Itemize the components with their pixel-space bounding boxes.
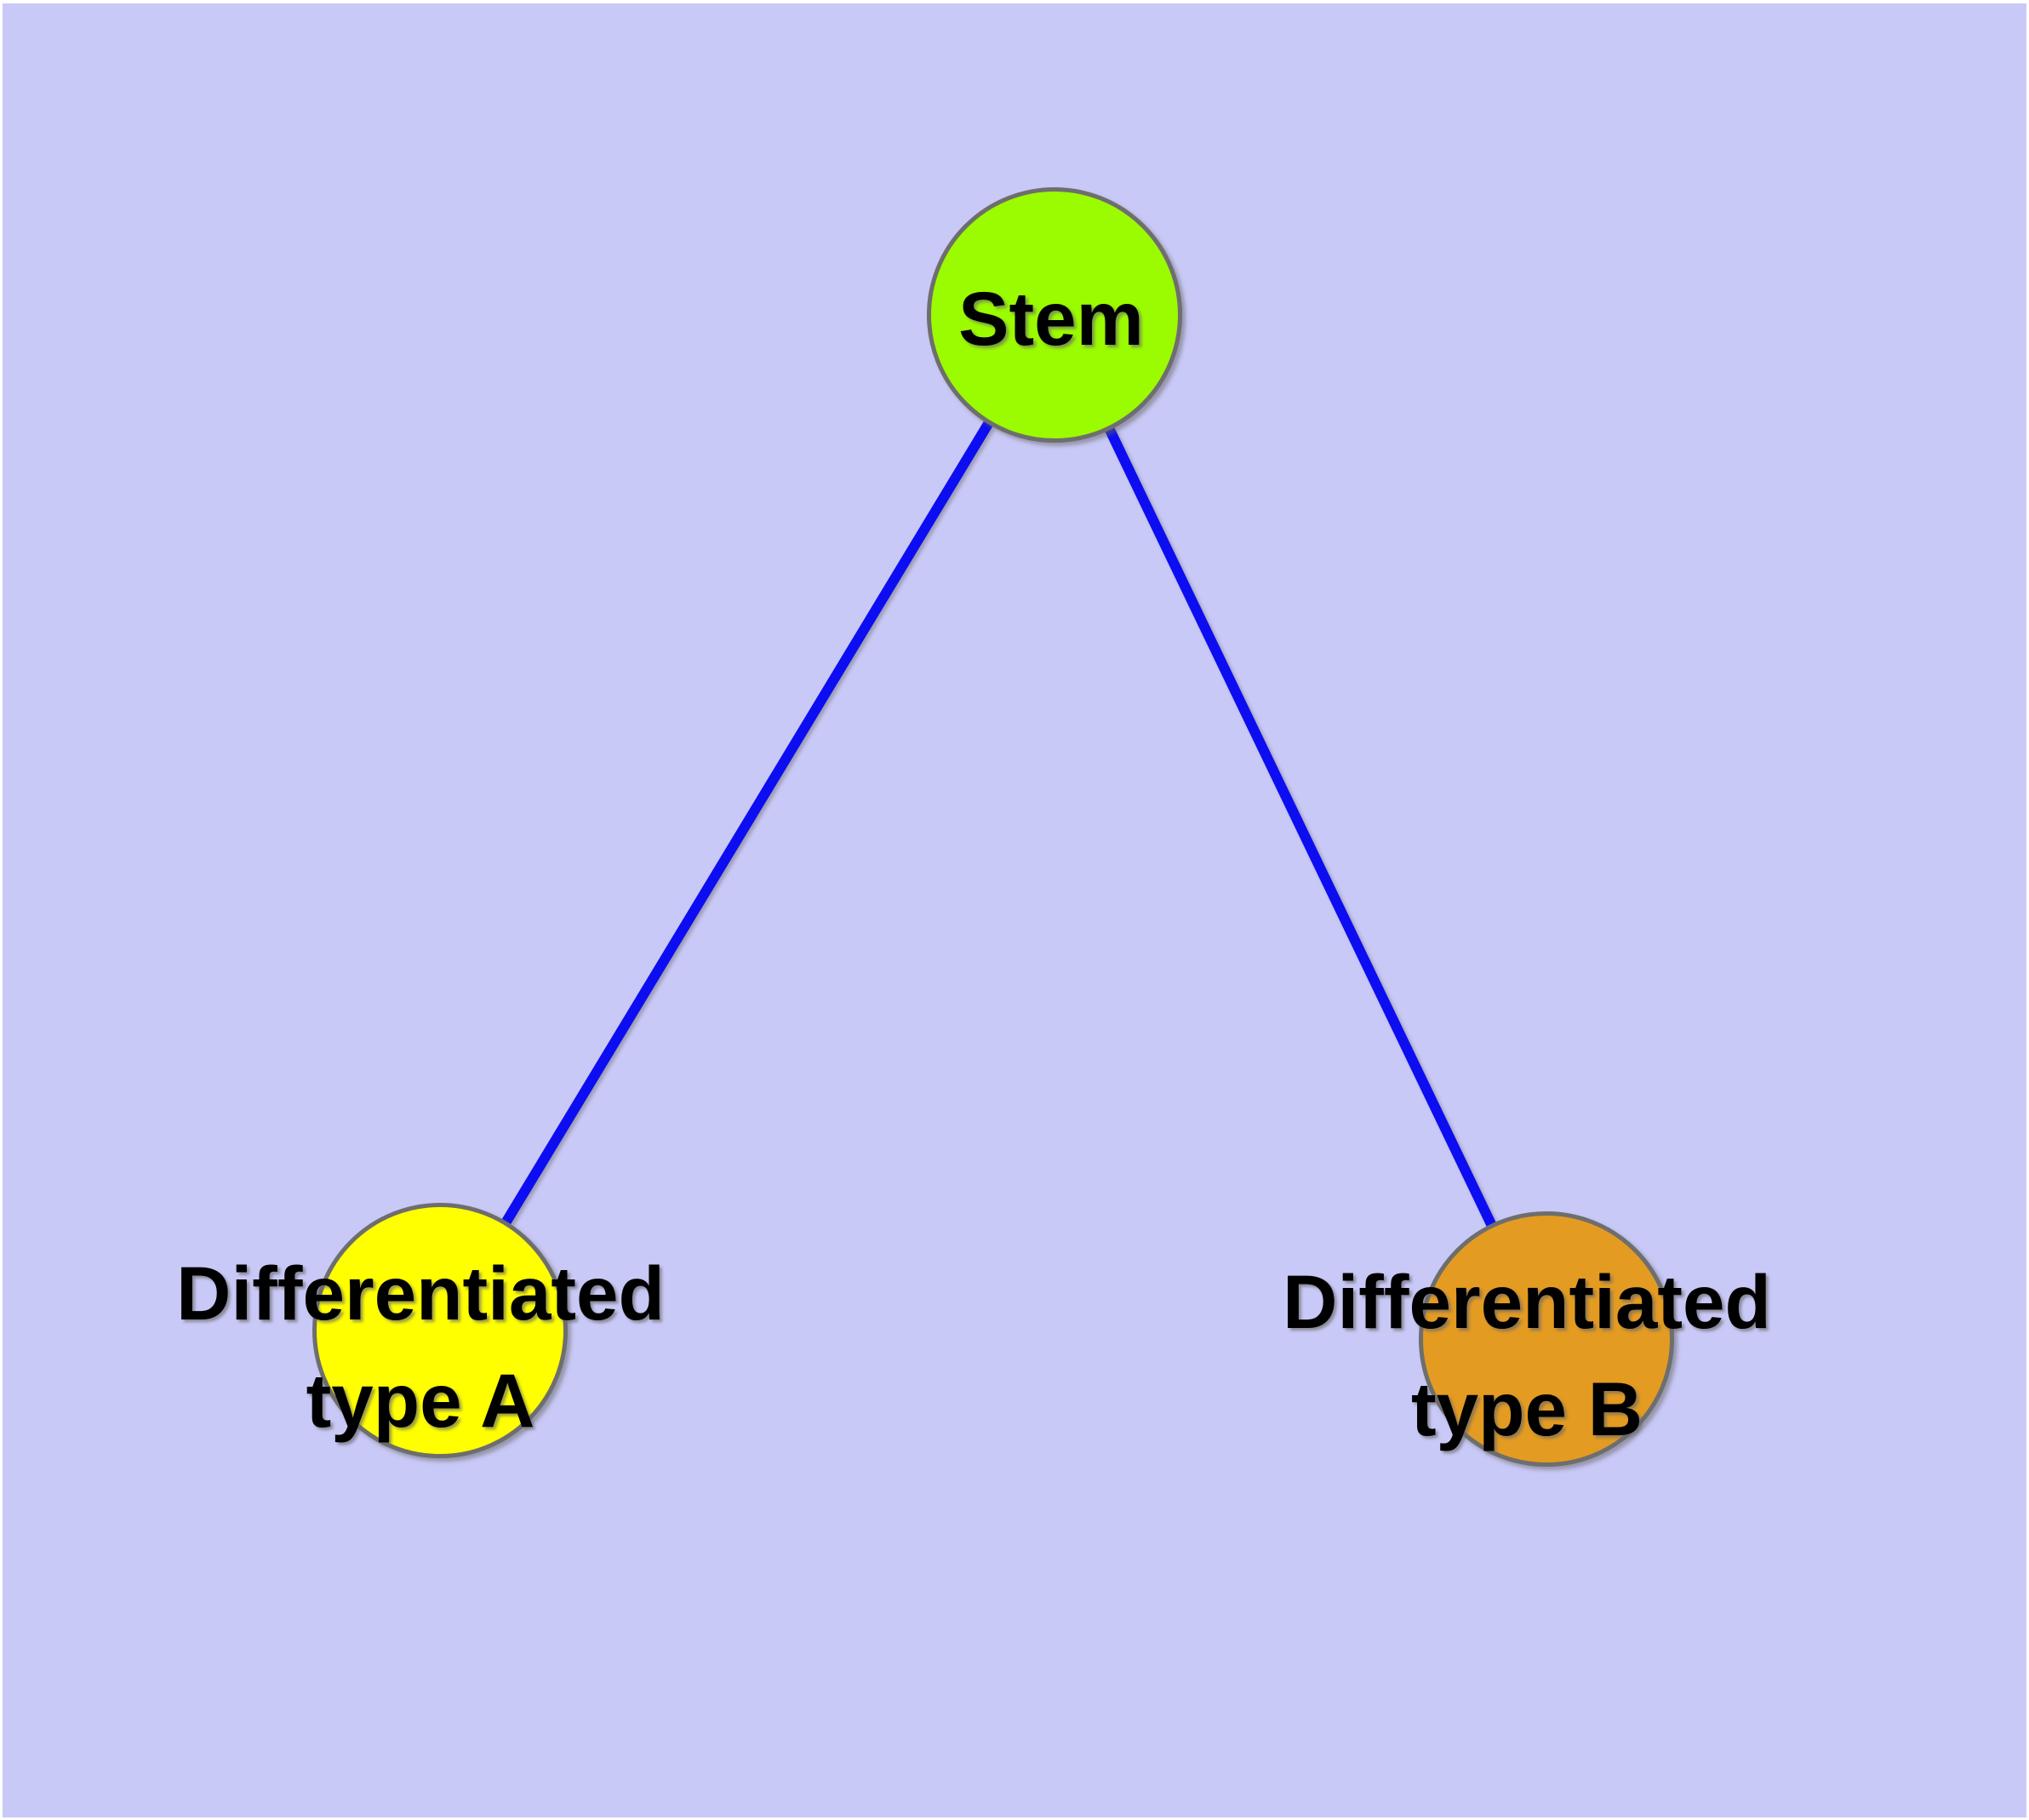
node-stem[interactable] [927,187,1182,443]
node-differentiated-type-a[interactable] [312,1203,568,1458]
node-differentiated-type-b[interactable] [1419,1211,1674,1467]
edge-stem-to-type-a[interactable] [501,421,993,1225]
edge-stem-to-type-b[interactable] [1105,427,1496,1227]
